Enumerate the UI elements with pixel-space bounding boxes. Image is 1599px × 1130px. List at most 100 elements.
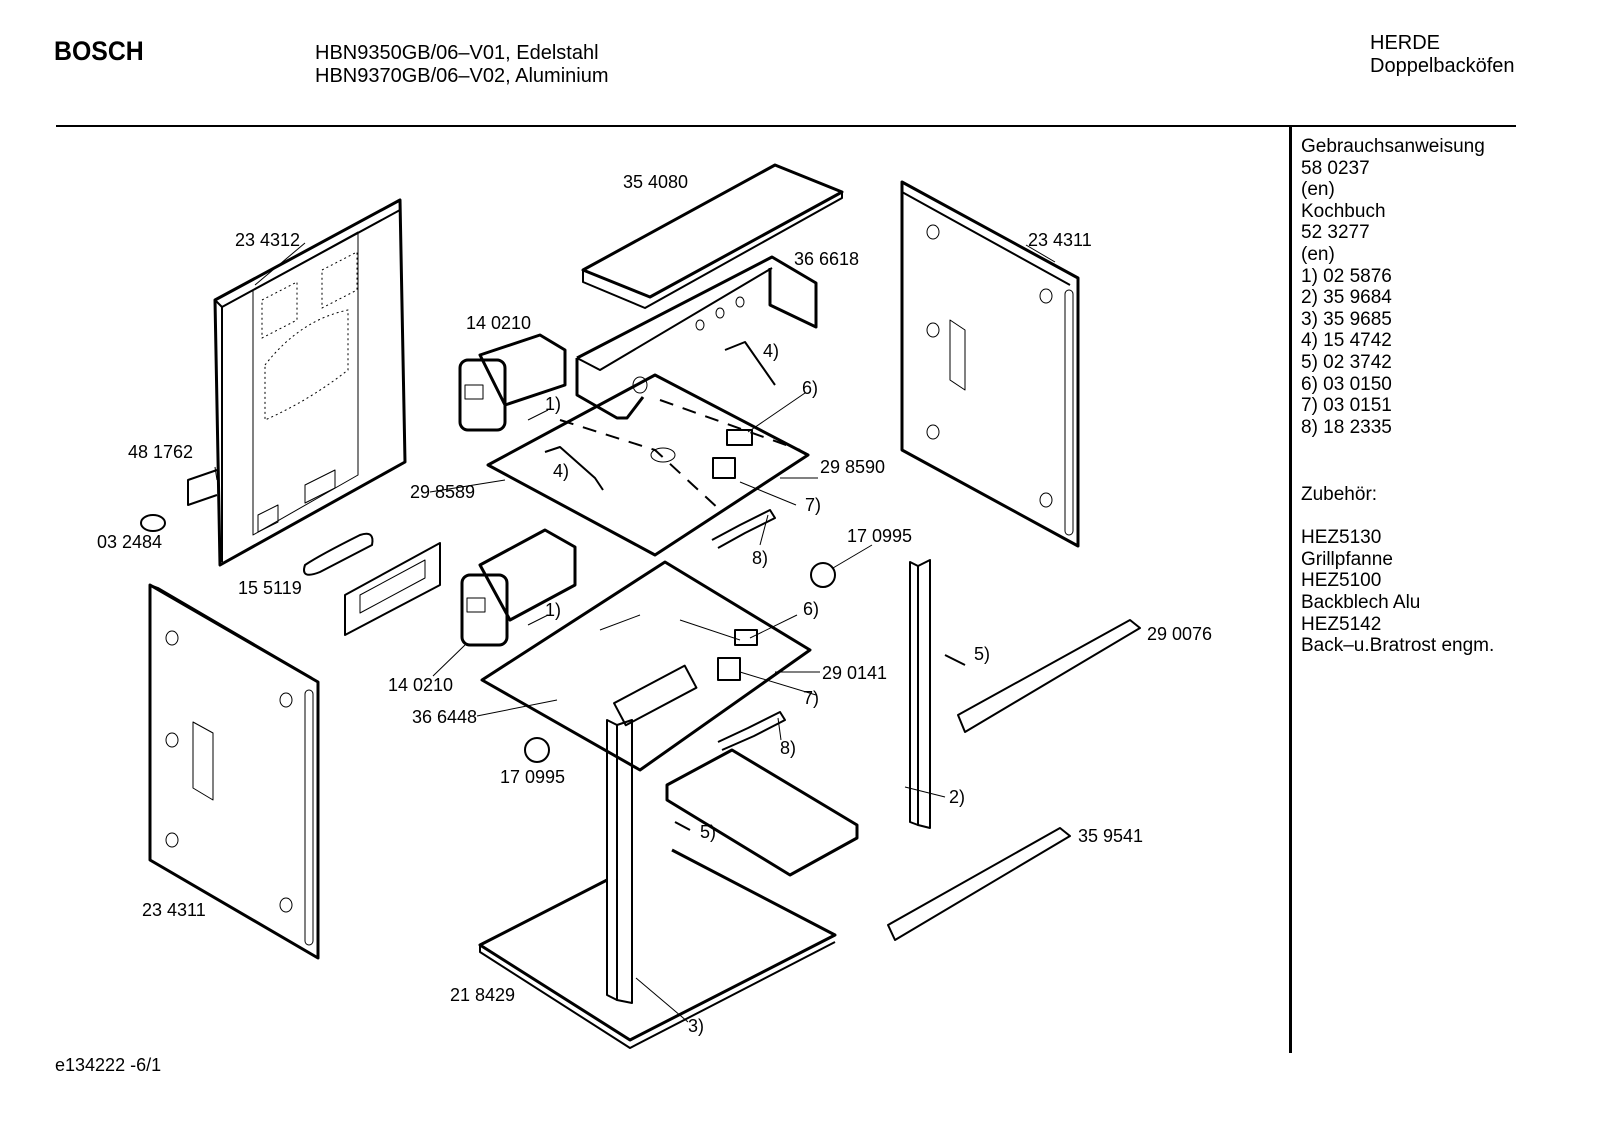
subcategory-title: Doppelbacköfen: [1370, 55, 1515, 77]
numbered-part: 1) 02 5876: [1301, 265, 1392, 287]
accessories-title: Zubehör:: [1301, 484, 1378, 505]
frame-bracket: [344, 542, 441, 636]
model-line: HBN9370GB/06–V02, Aluminium: [315, 65, 609, 87]
part-label: 1): [545, 394, 562, 414]
part-label: 17 0995: [847, 526, 913, 546]
part-label: 17 0995: [500, 767, 566, 787]
accessory-line: Grillpfanne: [1301, 548, 1393, 570]
part-label: 29 8589: [410, 482, 476, 502]
frame-366618: [575, 255, 818, 420]
numbered-part: 2) 35 9684: [1301, 287, 1392, 309]
doc-line: Gebrauchsanweisung: [1301, 136, 1485, 157]
category-block: HERDE Doppelbacköfen: [1370, 32, 1515, 78]
doc-line: (en): [1301, 179, 1335, 201]
numbered-part: 5) 02 3742: [1301, 351, 1392, 373]
part-label: 29 0076: [1147, 624, 1213, 644]
knob-032484: [140, 514, 166, 532]
part-label: 15 5119: [238, 578, 302, 598]
part-label: 29 8590: [820, 457, 886, 477]
sidebar-divider: [1289, 127, 1292, 1053]
accessory-line: Backblech Alu: [1301, 591, 1421, 613]
rail-3: [606, 719, 633, 1004]
leader-lines: [214, 242, 1056, 1023]
accessory-line: HEZ5130: [1301, 527, 1382, 549]
part-label: 48 1762: [128, 442, 194, 462]
part-label: 6): [803, 599, 820, 619]
top-cover: [581, 163, 844, 309]
part-label: 03 2484: [97, 532, 163, 552]
accessory-line: Back–u.Bratrost engm.: [1301, 635, 1495, 657]
switch-lower-6: [734, 629, 758, 646]
part-label: 35 4080: [623, 172, 689, 192]
part-label: 6): [802, 378, 819, 398]
part-label: 21 8429: [450, 985, 516, 1005]
tray: [665, 748, 859, 877]
part-label: 14 0210: [388, 675, 454, 695]
part-label: 23 4311: [142, 900, 206, 920]
part-label: 35 9541: [1078, 826, 1144, 846]
numbered-part: 8) 18 2335: [1301, 416, 1392, 438]
fan-motor-lower: [460, 528, 577, 647]
part-label: 2): [949, 787, 966, 807]
switch-upper-7: [712, 457, 736, 479]
screw-upper: [944, 654, 966, 666]
part-label: 7): [805, 495, 822, 515]
runner-359541: [887, 827, 1071, 941]
part-label: 23 4312: [235, 230, 301, 250]
part-label: 14 0210: [466, 313, 532, 333]
bracket-481762: [187, 469, 218, 506]
runner-290076: [957, 619, 1141, 733]
part-label: 8): [780, 738, 797, 758]
handle-upper-right: [724, 341, 776, 386]
drawing-id: e134222 -6/1: [55, 1055, 162, 1075]
knob-170995-upper: [810, 562, 836, 588]
side-panel-right: [900, 180, 1080, 548]
base-plate: [478, 848, 837, 1049]
knob-170995-lower: [524, 737, 550, 763]
doc-line: Kochbuch: [1301, 200, 1386, 222]
numbered-part: 7) 03 0151: [1301, 395, 1392, 417]
part-label: 7): [803, 688, 820, 708]
category-title: HERDE: [1370, 32, 1441, 54]
brand-logo: BOSCH: [54, 36, 144, 66]
part-label: 4): [763, 341, 780, 361]
fan-motor-upper: [458, 333, 567, 432]
switch-upper-6: [726, 429, 753, 446]
doc-line: (en): [1301, 243, 1335, 265]
numbered-part: 6) 03 0150: [1301, 373, 1392, 395]
model-line: HBN9350GB/06–V01, Edelstahl: [315, 42, 599, 64]
part-label: 3): [688, 1016, 705, 1036]
perforation-area: [261, 251, 358, 421]
upper-heater-plate: [486, 373, 810, 557]
numbered-part: 3) 35 9685: [1301, 308, 1392, 330]
bracket-lower-8: [717, 711, 786, 751]
numbered-part: 4) 15 4742: [1301, 330, 1392, 352]
back-panel-upper: [213, 198, 407, 567]
part-label: 5): [974, 644, 991, 664]
part-label: 36 6618: [794, 249, 860, 269]
part-label: 29 0141: [822, 663, 888, 683]
bracket-upper-8: [711, 509, 776, 549]
part-label: 36 6448: [412, 707, 478, 727]
header-divider: [56, 125, 1516, 127]
part-label: 4): [553, 461, 570, 481]
switch-lower-7: [717, 657, 741, 681]
parts-sidebar: Gebrauchsanweisung 58 0237 (en) Kochbuch…: [1301, 136, 1485, 438]
accessories-list: Zubehör: HEZ5130 Grillpfanne HEZ5100 Bac…: [1301, 484, 1494, 657]
accessory-line: HEZ5100: [1301, 570, 1382, 592]
part-label: 23 4311: [1028, 230, 1092, 250]
accessory-line: HEZ5142: [1301, 613, 1382, 635]
handle-upper-left: [544, 446, 604, 491]
model-list: HBN9350GB/06–V01, Edelstahl HBN9370GB/06…: [315, 42, 609, 88]
part-label: 8): [752, 548, 769, 568]
doc-line: 58 0237: [1301, 157, 1370, 179]
part-label: 5): [700, 822, 717, 842]
side-panel-left: [148, 583, 320, 960]
screw-lower: [674, 821, 691, 831]
holder-155119: [303, 532, 374, 576]
doc-line: 52 3277: [1301, 222, 1370, 244]
part-label: 1): [545, 600, 562, 620]
lower-heater-plate: [480, 560, 812, 772]
rail-2: [909, 559, 931, 829]
